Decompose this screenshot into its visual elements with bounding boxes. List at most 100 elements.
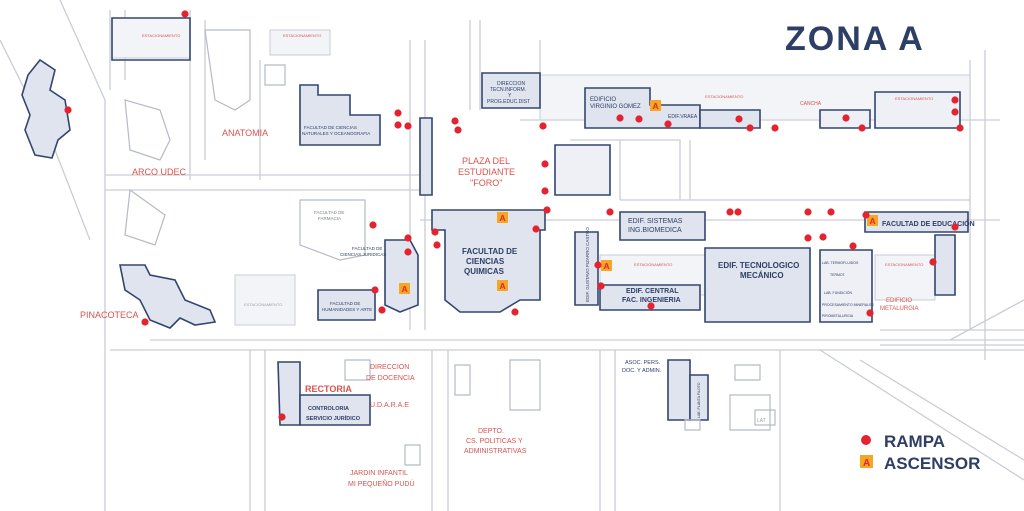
building-quimicas (431, 209, 546, 313)
ramp-marker (181, 10, 189, 18)
elevator-box (601, 260, 612, 271)
label-dirtec-4: PROG.EDUC.DIST (487, 99, 530, 105)
elevator-box (650, 100, 661, 111)
ramp-marker (606, 208, 614, 216)
elevator-glyph: A (653, 101, 659, 111)
ramp-marker (394, 109, 402, 117)
ramp-marker (431, 228, 439, 236)
elevator-marker: A (497, 280, 508, 291)
label-quimicas-2: CIENCIAS (466, 257, 505, 266)
label-central-1: EDIF. CENTRAL (626, 288, 679, 295)
ramp-marker (454, 126, 462, 134)
building-direccion-tec (481, 72, 541, 109)
ramp-marker (734, 208, 742, 216)
building-pinacoteca (119, 264, 217, 329)
elevator-glyph: A (500, 213, 506, 223)
elevator-marker: A (601, 260, 612, 271)
building-east (934, 234, 956, 296)
label-depto-2: CS. POLITICAS Y (466, 438, 523, 445)
ramp-marker (141, 318, 149, 326)
ramp-marker (541, 187, 549, 195)
elevator-box (867, 215, 878, 226)
legend-elevator-label: ASCENSOR (884, 454, 980, 473)
label-depto-3: ADMINISTRATIVAS (464, 448, 527, 455)
label-dirtec-2: TECN.INFORM. (490, 87, 526, 93)
elevator-glyph: A (500, 281, 506, 291)
buildings (21, 17, 969, 426)
label-contraloria-1: CONTROLORIA (308, 406, 349, 412)
label-dir-docencia-1: DIRECCION (370, 364, 409, 371)
ramp-marker (404, 234, 412, 242)
label-juridicas-2: CIENCIAS JURIDICAS (340, 252, 386, 257)
ramp-marker (842, 114, 850, 122)
ramp-marker (804, 208, 812, 216)
label-virginio-2: VIRGINIO GOMEZ (590, 104, 641, 110)
ramp-marker (532, 225, 540, 233)
ramp-marker (378, 306, 386, 314)
building-west (21, 58, 71, 159)
elevator-marker: A (650, 100, 661, 111)
ramp-marker (819, 233, 827, 241)
ramp-marker (866, 309, 874, 317)
label-plaza-3: "FORO" (470, 178, 502, 188)
building-plaza-west (419, 117, 433, 196)
label-jardin-2: MI PEQUEÑO PUDÚ (348, 479, 415, 488)
label-estac-2: ESTACIONAMIENTO (283, 33, 321, 38)
label-udarae: U.D.A.R.A.E (370, 402, 409, 409)
ramp-marker (597, 282, 605, 290)
label-gustavo: EDIF. GUSTAVO PIZARRO CASTRO (585, 227, 590, 302)
elevator-glyph: A (870, 216, 876, 226)
label-metalurgia-2: METALURGIA (880, 306, 919, 312)
building-tecnologico (704, 247, 811, 323)
ramp-marker (539, 122, 547, 130)
ramp-marker (771, 124, 779, 132)
ramp-marker (849, 242, 857, 250)
building-asoc (667, 359, 691, 421)
ramp-marker (664, 120, 672, 128)
ramp-markers (64, 10, 964, 421)
ramp-marker (956, 124, 964, 132)
label-fundicion: LAB. FUNDICIÓN (824, 290, 852, 295)
building-virginio (584, 87, 701, 129)
label-pinacoteca: PINACOTECA (80, 310, 139, 320)
ramp-marker (827, 208, 835, 216)
building-contraloria (299, 394, 371, 426)
ramp-marker (541, 160, 549, 168)
label-jardin-1: JARDIN INFANTIL (350, 470, 408, 477)
ramp-marker (278, 413, 286, 421)
label-arco-udec: ARCO UDEC (132, 167, 187, 177)
ramp-marker (394, 121, 402, 129)
ramp-marker (369, 221, 377, 229)
label-estac-5: ESTACIONAMIENTO (634, 262, 672, 267)
ramp-marker (404, 122, 412, 130)
ramp-marker (951, 96, 959, 104)
building-lab-vertical (689, 374, 709, 421)
ramp-marker (543, 206, 551, 214)
label-estac-3: ESTACIONAMIENTO (705, 94, 743, 99)
label-plaza-1: PLAZA DEL (462, 156, 510, 166)
label-farmacia-2: FARMACIA (318, 216, 341, 221)
elevator-box (399, 283, 410, 294)
label-lab-vertical: LAB. PLANTA PILOTO (697, 382, 701, 418)
label-quimicas-3: QUIMICAS (464, 267, 505, 276)
building-campana (699, 109, 761, 129)
legend-elevator-icon (860, 455, 873, 468)
legend-elevator-glyph: A (863, 458, 870, 469)
ramp-marker (951, 108, 959, 116)
label-humanidades-1: FACULTAD DE (330, 301, 360, 306)
label-central-2: FAC. INGENIERIA (622, 297, 681, 304)
label-termot: TERMOT. (830, 273, 846, 277)
ramp-marker (451, 117, 459, 125)
ramp-marker (726, 208, 734, 216)
label-dir-docencia-2: DE DOCENCIA (366, 375, 415, 382)
ramp-marker (404, 248, 412, 256)
ramp-marker (804, 234, 812, 242)
ramp-marker (647, 302, 655, 310)
ramp-marker (746, 124, 754, 132)
label-lat: LAT (757, 418, 766, 424)
building-plaza-east (554, 144, 611, 196)
label-dirtec-1: DIRECCION (497, 81, 525, 87)
label-farmacia-1: FACULTAD DE (314, 210, 344, 215)
label-asoc-2: DOC. Y ADMIN. (622, 368, 662, 374)
